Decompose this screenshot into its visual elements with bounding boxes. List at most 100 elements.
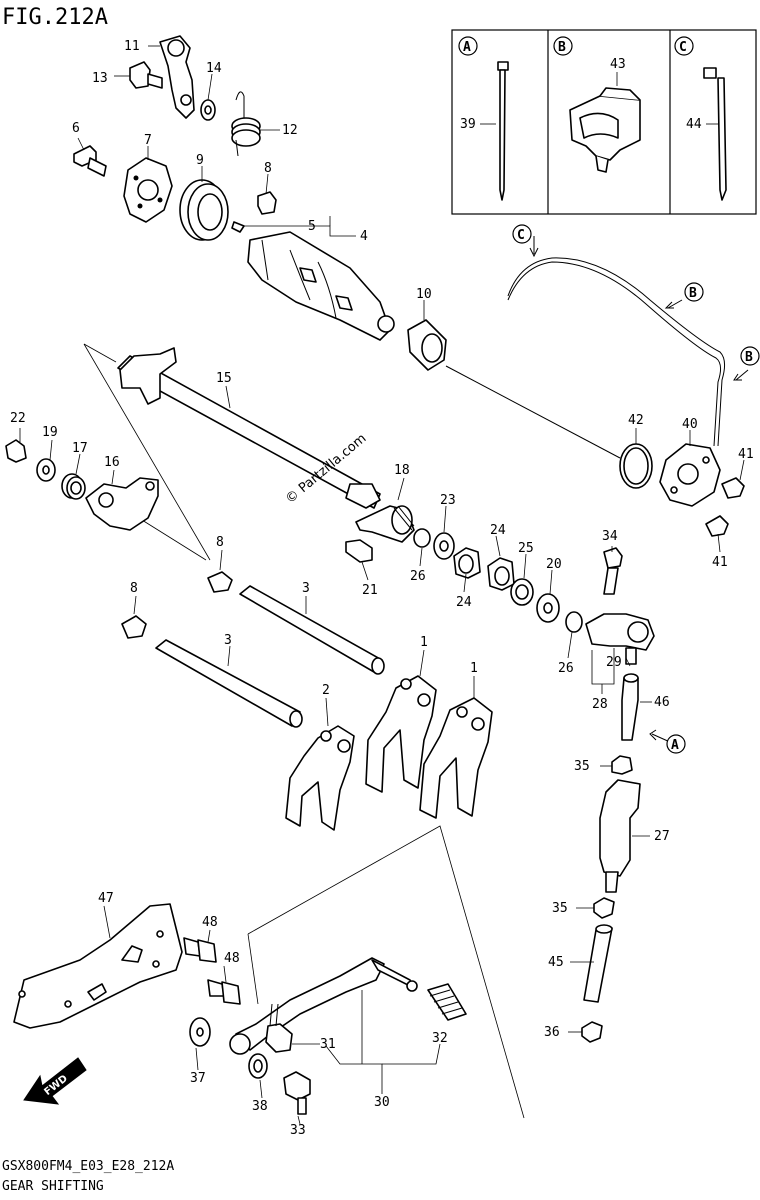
- label-22: 22: [10, 411, 26, 426]
- bearing-24a: [453, 547, 481, 579]
- shift-fork-1b: [419, 697, 493, 819]
- label-12: 12: [282, 123, 298, 138]
- o-ring-42: [619, 443, 653, 489]
- gear-position-switch-40: [659, 443, 721, 507]
- label-1a: 1: [420, 635, 428, 650]
- pin-6: [73, 145, 107, 177]
- shift-fork-2: [285, 725, 355, 831]
- label-6: 6: [72, 121, 80, 136]
- screw-8-upper: [257, 191, 277, 215]
- gearshift-cam-4: [247, 231, 395, 341]
- label-30: 30: [374, 1095, 390, 1110]
- inset-panel-c: C 44: [674, 36, 727, 201]
- cable-tie-44: [703, 67, 727, 201]
- label-15: 15: [216, 371, 232, 386]
- ref-b-letter-1: B: [689, 286, 697, 301]
- fwd-arrow: FWD: [23, 1057, 87, 1105]
- washer-20: [536, 593, 560, 623]
- oil-seal-25: [510, 578, 534, 606]
- inset-part-39: 39: [460, 117, 476, 132]
- ref-a-letter: A: [671, 738, 679, 753]
- fork-shaft-3a: [239, 585, 385, 675]
- joint-31: [265, 1003, 293, 1053]
- label-34: 34: [602, 529, 618, 544]
- washer-19: [36, 458, 56, 482]
- label-41b: 41: [712, 555, 728, 570]
- label-19: 19: [42, 425, 58, 440]
- label-42: 42: [628, 413, 644, 428]
- label-35a: 35: [574, 759, 590, 774]
- washer-23: [433, 532, 455, 560]
- label-40: 40: [682, 417, 698, 432]
- inset-part-44: 44: [686, 117, 702, 132]
- label-5: 5: [308, 219, 316, 234]
- footrest-rubber-32: [427, 983, 467, 1021]
- label-21: 21: [362, 583, 378, 598]
- figure-caption: GEAR SHIFTING: [2, 1179, 104, 1194]
- oil-seal-17: [61, 473, 86, 500]
- wiring-harness: [507, 236, 749, 447]
- label-31: 31: [320, 1037, 336, 1052]
- ref-c-letter: C: [517, 228, 525, 243]
- part-labels: 11 13 14 12 6 7 9 8 5 4 10 15 22 19 17 1…: [10, 39, 754, 1138]
- bolt-13: [129, 61, 163, 89]
- label-48b: 48: [224, 951, 240, 966]
- bracket-47: [13, 903, 183, 1029]
- label-4: 4: [360, 229, 368, 244]
- label-35b: 35: [552, 901, 568, 916]
- figure-code: GSX800FM4_E03_E28_212A: [2, 1159, 174, 1174]
- nut-35b: [593, 897, 615, 919]
- label-9: 9: [196, 153, 204, 168]
- shift-rod-27: [599, 779, 641, 893]
- label-26b: 26: [558, 661, 574, 676]
- bolt-48a: [183, 937, 217, 963]
- pawl-arm-18: [355, 505, 415, 543]
- spring-12: [231, 91, 261, 157]
- label-28: 28: [592, 697, 608, 712]
- label-32: 32: [432, 1031, 448, 1046]
- shift-arm-16: [85, 477, 159, 531]
- label-47: 47: [98, 891, 114, 906]
- label-26a: 26: [410, 569, 426, 584]
- gearshift-lever-28: [585, 613, 655, 651]
- label-8-mid: 8: [216, 535, 224, 550]
- ref-c-arrow: C: [512, 224, 532, 244]
- bearing-10: [407, 319, 447, 371]
- joint-46: [621, 673, 639, 741]
- clamp-43: [569, 87, 641, 173]
- label-37: 37: [190, 1071, 206, 1086]
- label-46: 46: [654, 695, 670, 710]
- inset-letter-c: C: [679, 40, 687, 55]
- inset-part-43-label: 43: [610, 57, 626, 72]
- figure-title: FIG.212A: [2, 5, 108, 30]
- bolt-33: [283, 1071, 311, 1115]
- label-7: 7: [144, 133, 152, 148]
- label-1b: 1: [470, 661, 478, 676]
- ref-b-arrow-1: B: [684, 282, 704, 302]
- bearing-24b: [487, 557, 515, 591]
- label-27: 27: [654, 829, 670, 844]
- washer-26a: [413, 528, 431, 548]
- label-18: 18: [394, 463, 410, 478]
- cable-tie-39: [497, 61, 509, 201]
- ref-b-letter-2: B: [745, 350, 753, 365]
- label-24b: 24: [456, 595, 472, 610]
- nut-35a: [611, 755, 633, 775]
- label-3a: 3: [302, 581, 310, 596]
- label-38: 38: [252, 1099, 268, 1114]
- label-8-upper: 8: [264, 161, 272, 176]
- inset-panel-b: B 44 43: [553, 36, 641, 173]
- gearshift-shaft-15: [117, 347, 381, 509]
- label-20: 20: [546, 557, 562, 572]
- bearing-9: [179, 179, 229, 241]
- ref-b-arrow-2: B: [740, 346, 760, 366]
- label-10: 10: [416, 287, 432, 302]
- label-11: 11: [124, 39, 140, 54]
- label-36: 36: [544, 1025, 560, 1040]
- label-16: 16: [104, 455, 120, 470]
- bolt-48b: [207, 979, 241, 1005]
- label-29: 29: [606, 655, 622, 670]
- label-2: 2: [322, 683, 330, 698]
- inset-letter-b: B: [558, 40, 566, 55]
